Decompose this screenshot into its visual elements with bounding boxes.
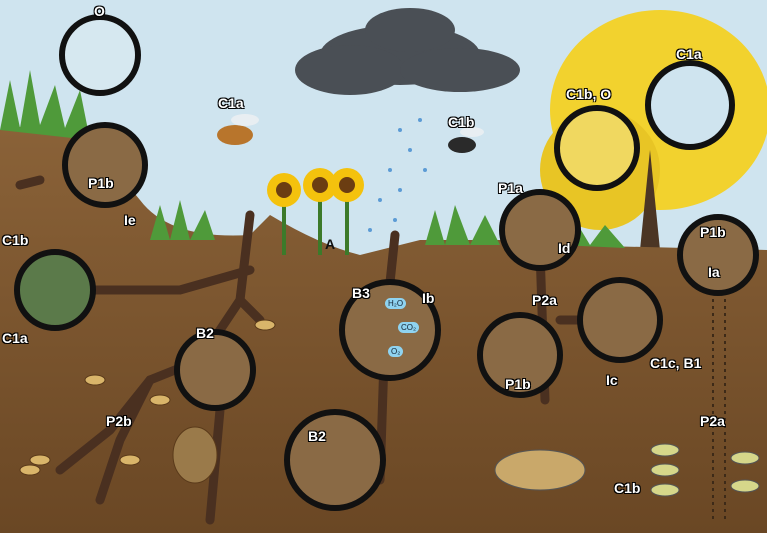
rain-cloud — [295, 8, 520, 95]
chem-o2: O₂ — [388, 346, 404, 357]
label-p1a: P1a — [498, 180, 523, 196]
inset-circles — [14, 14, 759, 511]
chem-co2: CO₂ — [398, 322, 420, 333]
label-ie: Ie — [124, 212, 136, 228]
label-p2a-mid: P2a — [532, 292, 557, 308]
label-c1b-flying: C1b — [448, 114, 475, 130]
label-ib: Ib — [422, 290, 435, 306]
rain-drops — [368, 118, 427, 232]
label-c1b-cells: C1b — [614, 480, 641, 496]
label-ic: Ic — [606, 372, 618, 388]
flying-bees — [217, 114, 484, 153]
sunflowers — [267, 168, 364, 255]
label-c1c-b1: C1c, B1 — [650, 355, 702, 371]
label-b2-lower: B2 — [308, 428, 326, 444]
larva-cells — [494, 443, 760, 497]
label-p2b: P2b — [106, 413, 132, 429]
brood-cells — [19, 319, 276, 484]
label-a: A — [325, 236, 336, 252]
label-c1a-leaf: C1a — [676, 46, 702, 62]
label-p2a-right: P2a — [700, 413, 725, 429]
label-p1b-right: P1b — [700, 224, 726, 240]
label-b3: B3 — [352, 285, 370, 301]
label-id: Id — [558, 240, 571, 256]
label-b2-upper: B2 — [196, 325, 214, 341]
label-c1a-left: C1a — [2, 330, 28, 346]
label-c1a-flying: C1a — [218, 95, 244, 111]
label-c1b-o: C1b, O — [566, 86, 612, 102]
label-ia: Ia — [708, 264, 720, 280]
chem-h2o: H₂O — [385, 298, 407, 309]
label-p1b-mid: P1b — [505, 376, 531, 392]
label-p1b-left: P1b — [88, 175, 114, 191]
label-o: O — [94, 3, 105, 19]
label-c1b-left: C1b — [2, 232, 29, 248]
